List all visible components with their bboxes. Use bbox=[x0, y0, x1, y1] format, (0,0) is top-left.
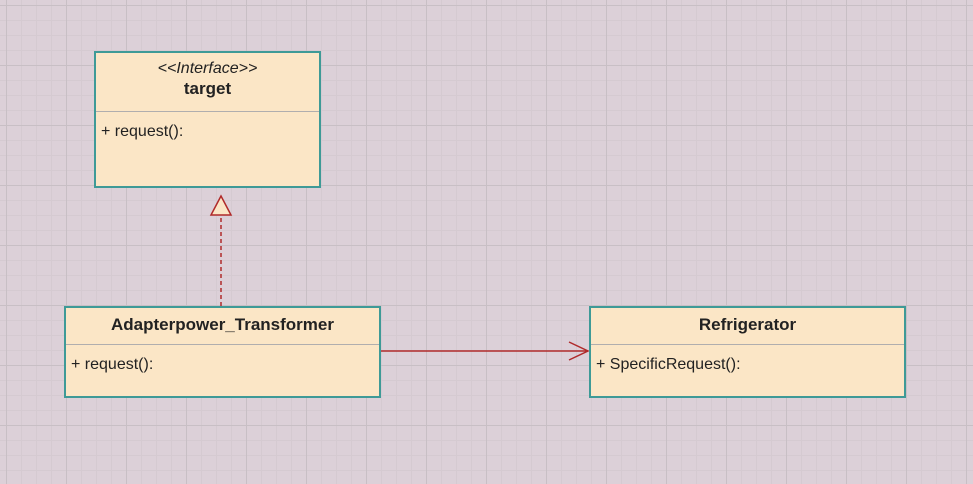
class-name: Adapterpower_Transformer bbox=[111, 315, 334, 334]
realization-arrowhead bbox=[209, 194, 233, 216]
class-name: target bbox=[183, 79, 232, 98]
class-header: Refrigerator bbox=[591, 308, 904, 344]
class-header: Adapterpower_Transformer bbox=[66, 308, 379, 344]
class-box-adapter[interactable]: Adapterpower_Transformer + request(): bbox=[64, 306, 381, 398]
association-arrowhead bbox=[568, 341, 590, 361]
class-name: Refrigerator bbox=[698, 315, 797, 334]
class-stereotype: <<Interface>> bbox=[157, 60, 258, 77]
class-header: <<Interface>> target bbox=[96, 53, 319, 111]
class-divider bbox=[591, 344, 904, 345]
class-method: + request(): bbox=[71, 356, 154, 373]
class-method: + SpecificRequest(): bbox=[596, 356, 741, 373]
class-divider bbox=[96, 111, 319, 112]
class-method: + request(): bbox=[101, 123, 184, 140]
class-box-target[interactable]: <<Interface>> target + request(): bbox=[94, 51, 321, 188]
class-box-refrigerator[interactable]: Refrigerator + SpecificRequest(): bbox=[589, 306, 906, 398]
class-divider bbox=[66, 344, 379, 345]
